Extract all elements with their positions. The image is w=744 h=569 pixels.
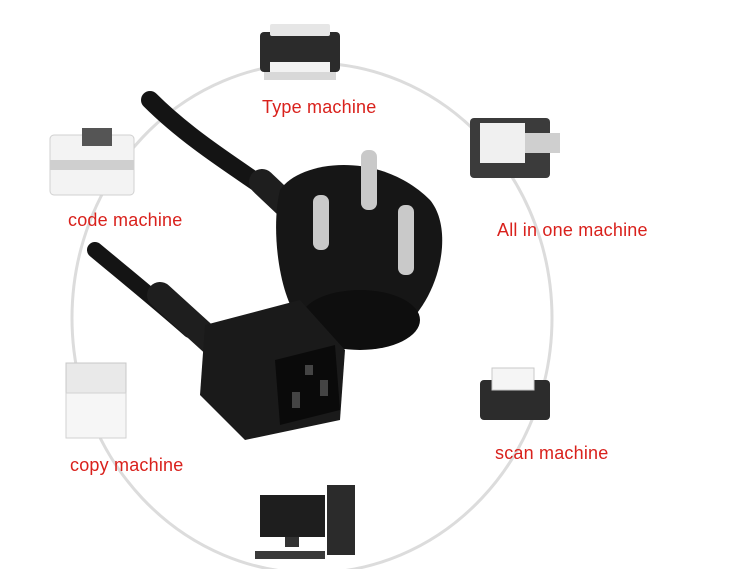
copier-icon [65, 362, 127, 439]
plug-pin [313, 195, 329, 250]
multifunction-printer-icon [470, 118, 560, 178]
plug-pin [398, 205, 414, 275]
label-scan-machine: scan machine [495, 443, 609, 463]
desktop-computer-icon [255, 485, 355, 559]
label-code-machine: code machine [68, 210, 183, 230]
scanner-icon [480, 367, 550, 420]
plug-pin [361, 150, 377, 210]
label-printer-icon [49, 128, 135, 196]
label-copy-machine: copy machine [70, 455, 184, 475]
label-all-in-one-machine: All in one machine [497, 220, 648, 240]
printer-icon [260, 24, 340, 80]
label-type-machine: Type machine [262, 97, 377, 117]
